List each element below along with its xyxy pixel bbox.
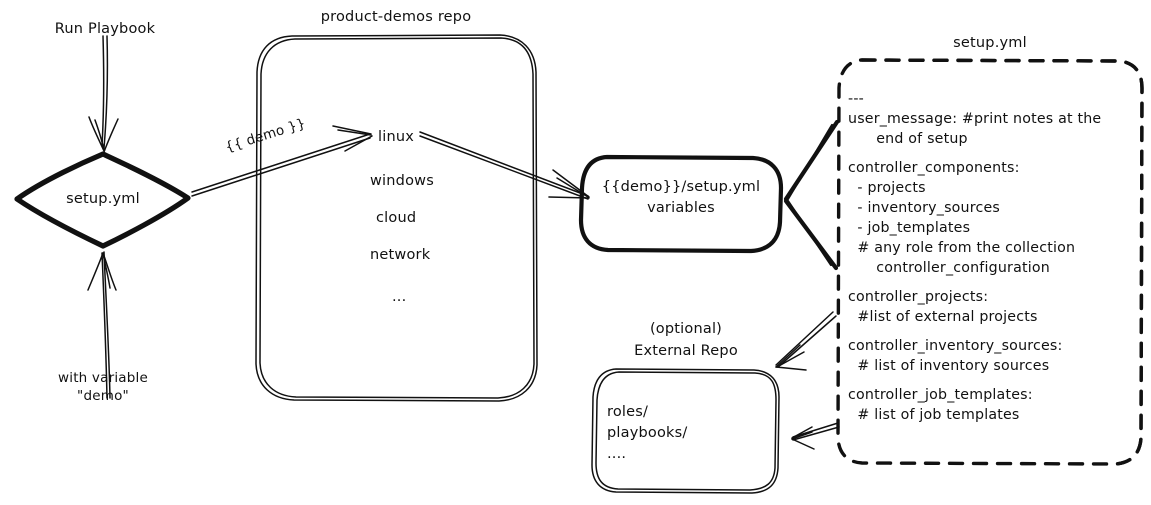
repo-item-network: network xyxy=(370,247,431,263)
shape-setup-diamond xyxy=(14,151,191,249)
setup-yml-line-12: #list of external projects xyxy=(848,309,1038,325)
label-product-demos-repo-title: product-demos repo xyxy=(320,9,472,25)
repo-item-cloud: cloud xyxy=(376,210,417,226)
setup-yml-line-13 xyxy=(848,328,1138,337)
setup-yml-line-10 xyxy=(848,279,1138,288)
arrow-run-playbook xyxy=(88,35,119,153)
label-vars-box-line2: variables xyxy=(647,200,715,216)
setup-yml-line-4: controller_components: xyxy=(848,160,1020,176)
label-with-variable-line2: "demo" xyxy=(77,388,129,404)
shape-setup-yml-file xyxy=(836,58,1144,466)
label-setup-diamond: setup.yml xyxy=(66,191,140,207)
setup-yml-line-17: controller_job_templates: xyxy=(848,387,1033,403)
label-run-playbook: Run Playbook xyxy=(54,21,156,37)
setup-yml-line-1: user_message: #print notes at the xyxy=(848,111,1102,127)
arrow-projects-to-external-repo xyxy=(775,311,837,371)
label-external-repo-line2: External Repo xyxy=(634,343,738,359)
label-setup-yml-file-title: setup.yml xyxy=(953,35,1027,51)
setup-yml-line-11: controller_projects: xyxy=(848,289,989,305)
repo-item-ellipsis: ... xyxy=(392,289,407,305)
arrow-linux-to-vars xyxy=(419,131,590,200)
repo-item-windows: windows xyxy=(370,173,434,189)
setup-yml-line-9: controller_configuration xyxy=(848,260,1050,276)
arrow-with-variable xyxy=(87,251,117,399)
external-repo-item-roles: roles/ xyxy=(607,404,649,420)
repo-item-linux: linux xyxy=(378,129,415,145)
setup-yml-line-3 xyxy=(848,150,1138,159)
setup-yml-line-18: # list of job templates xyxy=(848,407,1020,423)
shape-product-demos-repo xyxy=(255,34,538,402)
setup-yml-line-15: # list of inventory sources xyxy=(848,358,1050,374)
setup-yml-line-7: - job_templates xyxy=(848,220,971,236)
shape-vars-box xyxy=(578,154,784,254)
arrow-setupyml-to-vars xyxy=(783,119,840,271)
setup-yml-file-content: --- user_message: #print notes at the end… xyxy=(848,90,1138,426)
external-repo-item-playbooks: playbooks/ xyxy=(607,425,688,441)
external-repo-item-ellipsis: .... xyxy=(607,446,627,462)
setup-yml-line-8: # any role from the collection xyxy=(848,240,1076,256)
setup-yml-line-16 xyxy=(848,377,1138,386)
label-external-repo-line1: (optional) xyxy=(649,321,723,337)
shape-external-repo xyxy=(591,368,780,494)
label-with-variable-line1: with variable xyxy=(58,370,148,386)
arrow-demo-to-linux xyxy=(191,125,373,197)
setup-yml-line-2: end of setup xyxy=(848,131,968,147)
setup-yml-line-6: - inventory_sources xyxy=(848,200,1000,216)
setup-yml-line-14: controller_inventory_sources: xyxy=(848,338,1063,354)
arrow-job-templates-to-external-repo xyxy=(791,422,840,450)
setup-yml-line-5: - projects xyxy=(848,180,926,196)
setup-yml-line-0: --- xyxy=(848,91,864,107)
label-vars-box-line1: {{demo}}/setup.yml xyxy=(601,179,761,195)
